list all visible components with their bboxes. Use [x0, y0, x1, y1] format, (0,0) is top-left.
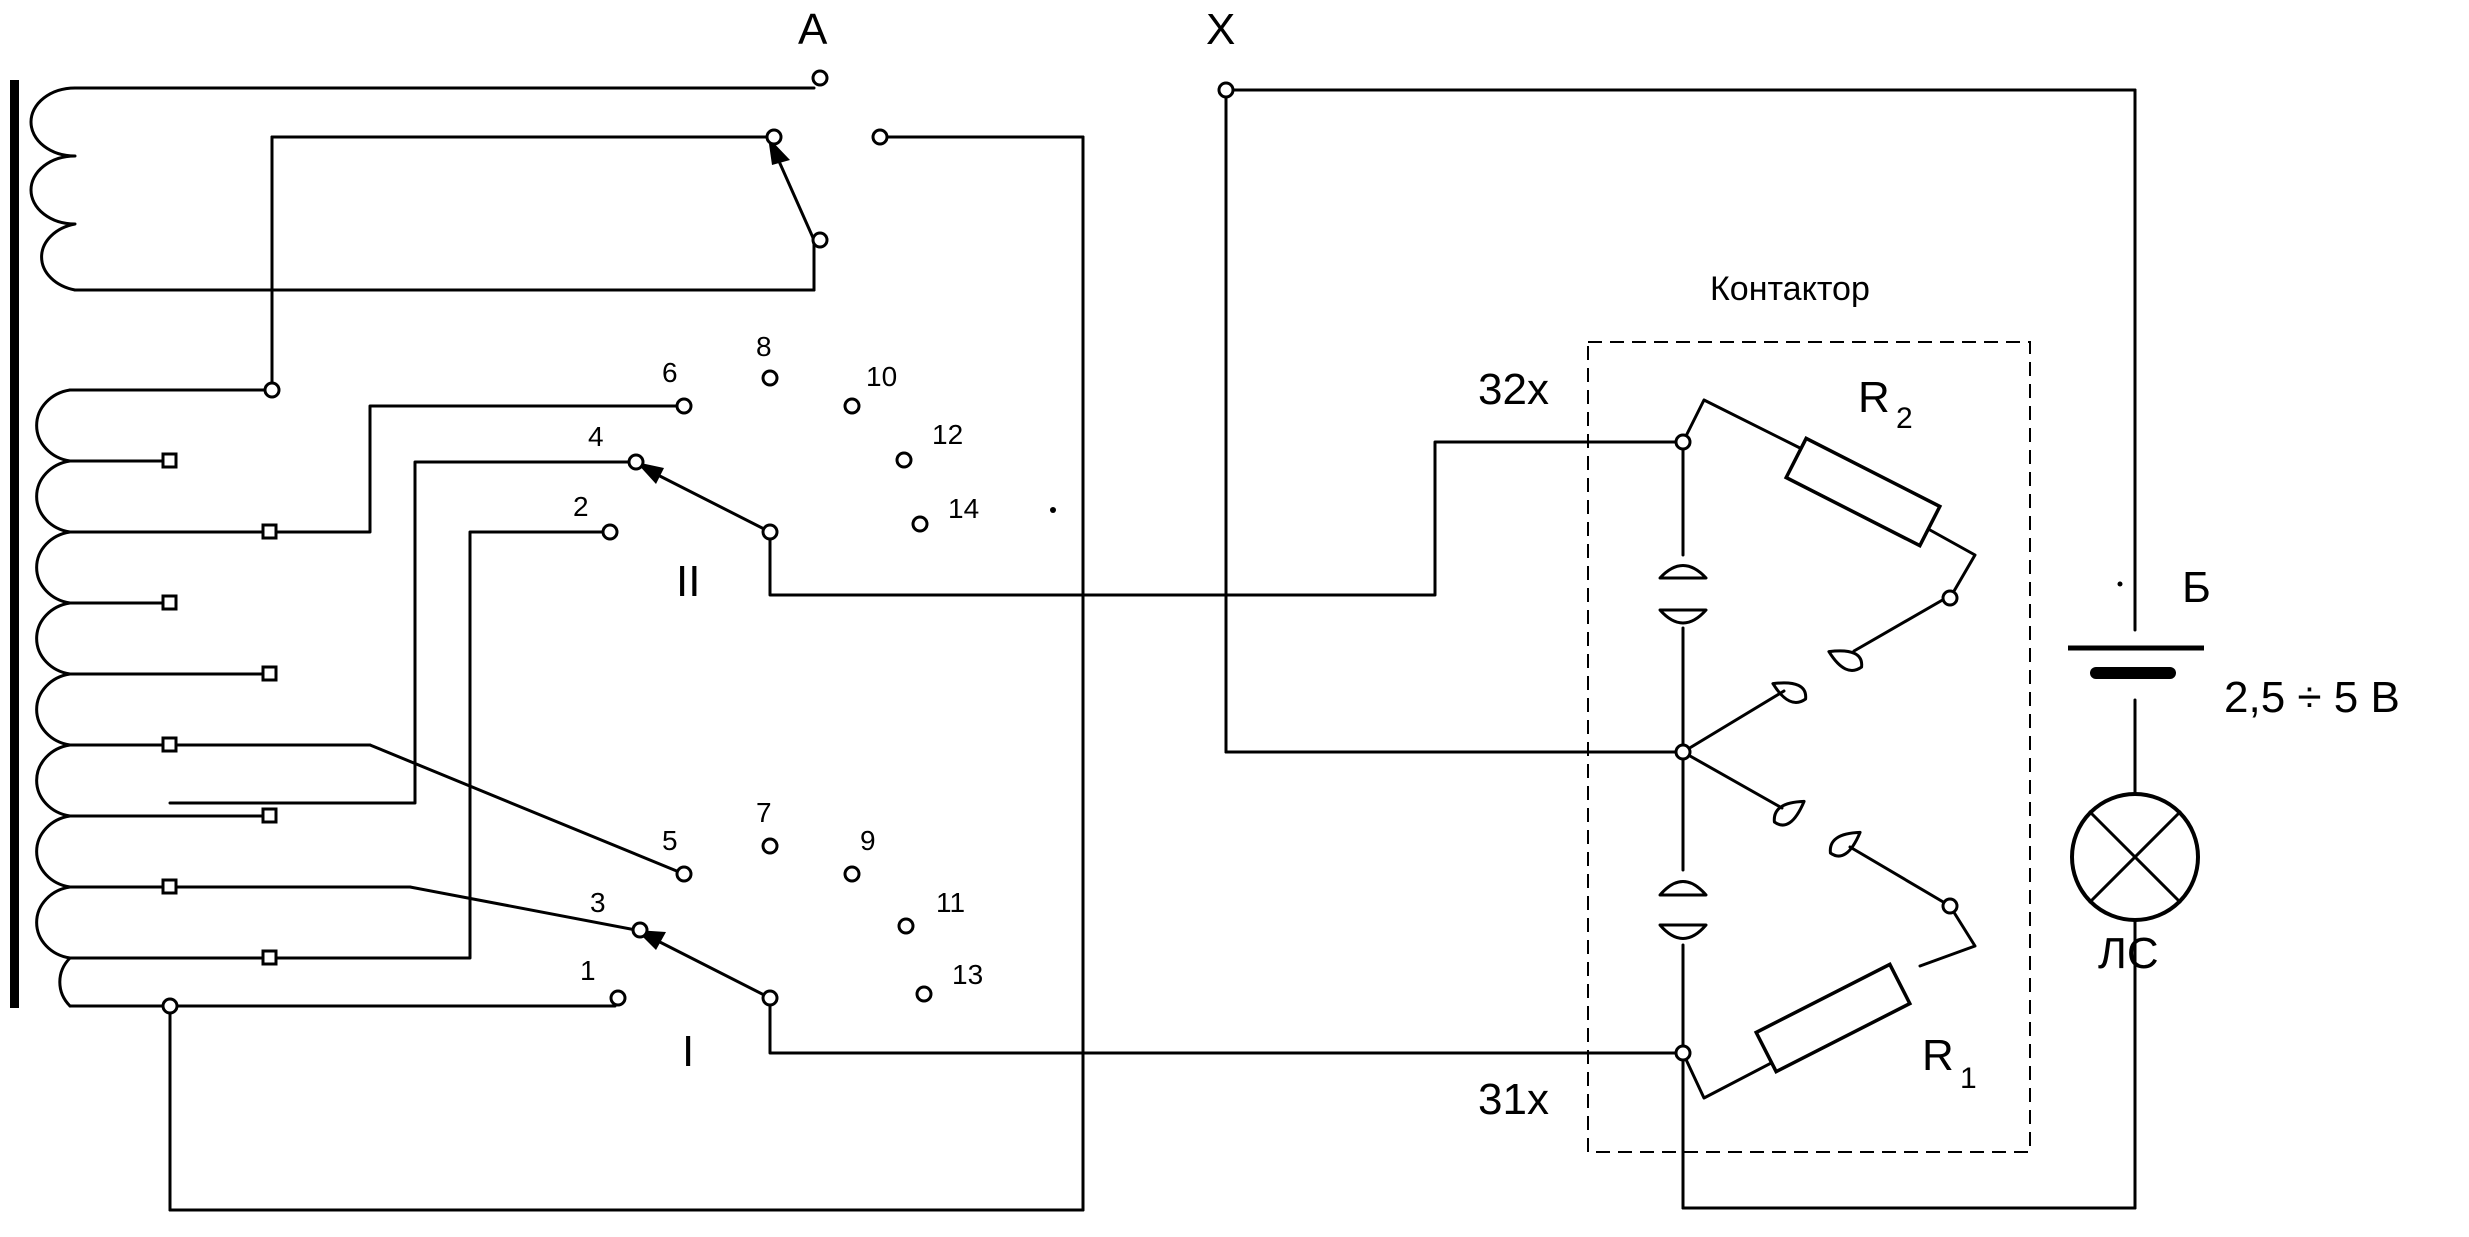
pos-10: 10 [866, 361, 897, 392]
lamp-label: ЛС [2098, 929, 2159, 978]
top-selector-arm[interactable] [772, 148, 816, 242]
pos-9: 9 [860, 825, 876, 856]
switch-ii-arm[interactable] [646, 468, 772, 534]
contactor-boundary [1587, 341, 2031, 1153]
transformer-core [10, 80, 19, 1008]
terminal-32x-label: 32x [1478, 365, 1549, 414]
pos-11: 11 [936, 887, 965, 918]
pos-8: 8 [756, 331, 772, 362]
pos-13: 13 [952, 959, 983, 990]
pos-14: 14 [948, 493, 979, 524]
switch-i-numbers: 1 3 5 7 9 11 13 [580, 797, 983, 990]
pos-3: 3 [590, 887, 606, 918]
resistor-r1 [1753, 961, 1913, 1075]
resistor-r2-subscript: 2 [1896, 402, 1913, 435]
switch-i-contacts [609, 837, 933, 1007]
primary-winding [29, 86, 816, 292]
resistor-r1-label: R [1922, 1031, 1954, 1080]
pos-4: 4 [588, 421, 604, 452]
contactor-bridge [1658, 398, 1977, 1100]
battery [2068, 645, 2204, 679]
pos-6: 6 [662, 357, 678, 388]
pos-2: 2 [573, 491, 589, 522]
switch-ii-numbers: 2 4 6 8 10 12 14 [573, 331, 979, 524]
contactor-title: Контактор [1710, 270, 1870, 308]
switch-ii-label: II [676, 557, 700, 606]
terminal-31x-label: 31x [1478, 1075, 1549, 1124]
switch-i-wiring [168, 743, 1685, 1055]
switch-ii-contacts [601, 369, 1056, 541]
x-circuit [1217, 81, 2137, 1210]
tap-contacts [161, 452, 278, 1015]
pos-1: 1 [580, 955, 596, 986]
switch-i-arm[interactable] [646, 934, 772, 1000]
resistor-r2-label: R [1858, 373, 1890, 422]
top-selector [168, 69, 1085, 1212]
terminal-a-dot[interactable] [811, 69, 829, 87]
pos-12: 12 [932, 419, 963, 450]
terminal-x-dot[interactable] [1217, 81, 1235, 99]
switch-ii-wiring [168, 404, 1685, 960]
voltage-label: 2,5 ÷ 5 В [2224, 673, 2400, 722]
switch-i-label: I [682, 1027, 694, 1076]
pos-7: 7 [756, 797, 772, 828]
battery-label: Б [2182, 563, 2211, 612]
lamp-icon [2070, 792, 2200, 922]
secondary-winding [35, 388, 274, 1008]
terminal-x-label: X [1206, 5, 1235, 54]
resistor-r1-subscript: 1 [1960, 1062, 1977, 1095]
pos-5: 5 [662, 825, 678, 856]
resistor-r2 [1783, 435, 1943, 549]
terminal-a-label: А [798, 5, 828, 54]
